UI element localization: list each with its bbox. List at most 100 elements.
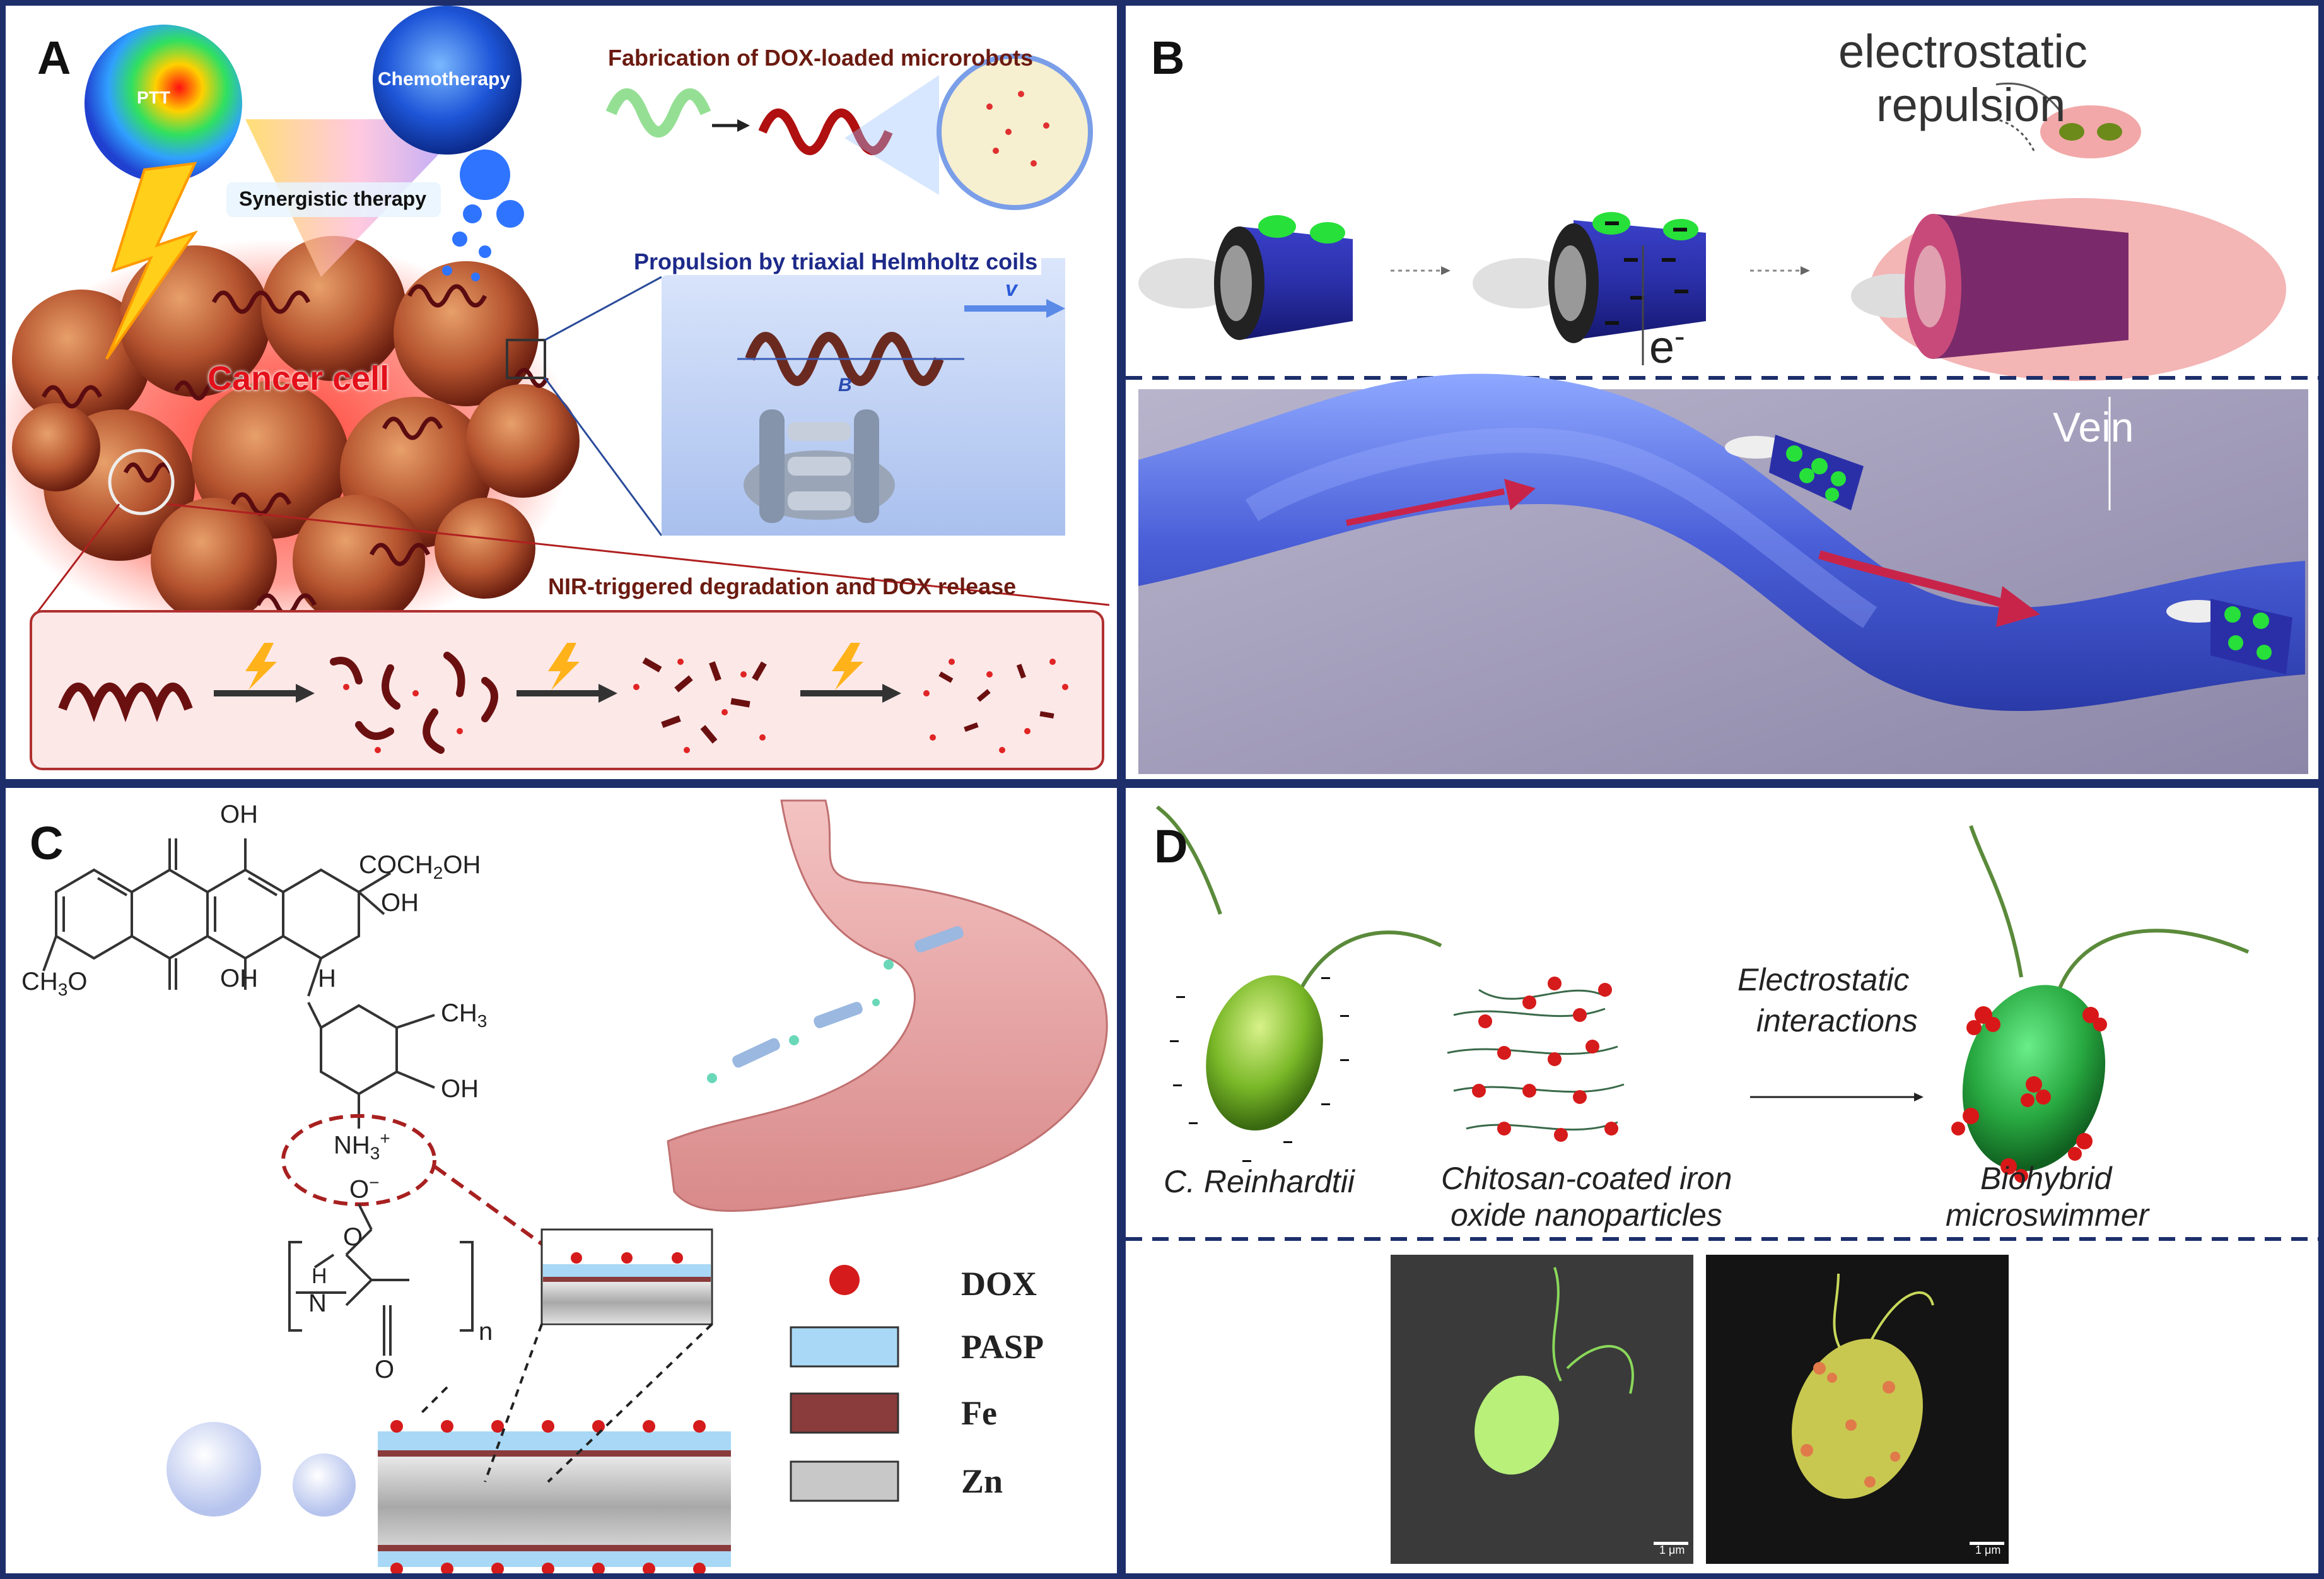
vein-tube [1138, 373, 2305, 712]
och3-end: O [67, 968, 88, 995]
panel-d-illustration [1126, 805, 2318, 1564]
flow-arrow-2 [1818, 550, 2011, 609]
o-bottom-label: O [375, 1356, 395, 1383]
dox-structure [42, 838, 435, 1129]
nh3-sub: 3 [370, 1143, 380, 1163]
propulsion-title: Propulsion by triaxial Helmholtz coils [630, 249, 1042, 275]
vein-label: Vein [2053, 404, 2134, 450]
nh3-label: NH3+ [334, 1129, 390, 1163]
dox-dots [343, 659, 1068, 753]
nanoparticle-label-line2: oxide nanoparticles [1451, 1197, 1722, 1233]
lightning-icon [105, 161, 199, 360]
field-label: B [838, 375, 852, 396]
panel-letter-a: A [37, 32, 71, 84]
legend-swatches [790, 1265, 899, 1502]
electron-label: e- [1649, 318, 1685, 373]
o-minus-charge: − [369, 1173, 380, 1192]
o-minus-main: O [349, 1175, 370, 1204]
panel-letter-c: C [30, 817, 64, 869]
scale-bar-label-2: 1 μm [1975, 1544, 2001, 1556]
cooh-end: OH [443, 851, 481, 879]
dox-loaded-helix [758, 109, 893, 155]
oh-ring: OH [381, 889, 419, 917]
stomach-microrobots [707, 926, 964, 1083]
panel-b-illustration [1126, 82, 2318, 774]
scale-bar-label-1: 1 μm [1659, 1544, 1685, 1556]
electron-charge: - [1674, 319, 1685, 354]
fabrication-template [605, 88, 711, 138]
hybrid-flagellum-1 [1969, 825, 2023, 978]
microrobot-stage1 [1138, 215, 1353, 340]
o-minus-label: O− [349, 1173, 379, 1204]
ch3-main: CH [441, 999, 477, 1027]
hybrid-label-line1: Biohybrid [1980, 1161, 2112, 1196]
cooh-main: COCH [359, 851, 433, 879]
legend-fe: Fe [961, 1394, 997, 1432]
nir-lightning-icons [245, 643, 863, 690]
ch3-label: CH3 [441, 999, 487, 1031]
attached-nanoparticles [1951, 1006, 2107, 1183]
och3-main: CH [21, 968, 58, 995]
fabrication-title: Fabrication of DOX-loaded microrobots [608, 45, 1034, 71]
oh-bottom: OH [220, 965, 258, 992]
oh-sugar: OH [441, 1075, 479, 1103]
panel-c: C OH COCH2OH OH H CH3O OH CH3 OH NH3+ O−… [0, 782, 1123, 1579]
ptt-label: PTT [137, 88, 170, 107]
chemotherapy-sphere [373, 6, 522, 155]
interaction-label-line1: Electrostatic [1737, 962, 1910, 997]
bubble-large [166, 1422, 261, 1517]
panel-c-illustration [42, 799, 1108, 1573]
och3-sub: 3 [57, 980, 68, 999]
microrobot-stage3 [1851, 82, 2286, 381]
fragments-stage1 [330, 652, 498, 754]
microtube [378, 1431, 731, 1450]
algae-label: C. Reinhardtii [1164, 1164, 1355, 1199]
nir-title: NIR-triggered degradation and DOX releas… [548, 573, 1017, 599]
electron-symbol: e [1649, 322, 1675, 373]
fragments-stage2 [642, 657, 767, 744]
nh3-main: NH [334, 1131, 370, 1159]
panel-letter-d: D [1154, 820, 1188, 872]
pasp-structure [288, 1204, 474, 1356]
nanoparticle-label-line1: Chitosan-coated iron [1441, 1161, 1732, 1196]
helmholtz-coils [744, 409, 895, 523]
algae-cell [1206, 975, 1323, 1130]
nh-h-label: H [312, 1264, 327, 1288]
legend-dox: DOX [961, 1265, 1037, 1303]
repeat-n-label: n [479, 1318, 493, 1346]
oh-top: OH [220, 801, 258, 828]
fragments-stage3 [938, 664, 1054, 732]
chemo-bubbles [442, 150, 524, 281]
chitosan-chains [1447, 989, 1625, 1131]
vein-microrobot-1 [1725, 435, 1864, 510]
algae-negative-charges [1170, 977, 1349, 1162]
vein-microrobot-2 [2166, 599, 2292, 674]
legend-zn: Zn [961, 1462, 1003, 1500]
ptt-sphere [85, 25, 242, 182]
legend-pasp: PASP [961, 1328, 1044, 1366]
microrobot-helices [41, 284, 549, 617]
microrobot-stage2 [1473, 212, 1706, 343]
och3-label: CH3O [21, 968, 87, 1000]
ch3-sub: 3 [477, 1011, 488, 1031]
loaded-cross-section [937, 54, 1093, 210]
panel-b: B electrostatic repulsion e- Vein [1120, 0, 2324, 785]
panel-a-illustration [6, 6, 1110, 770]
interaction-label-line2: interactions [1756, 1003, 1918, 1038]
cancer-cell-label: Cancer cell [207, 360, 390, 397]
panel-d: D C. Reinhardtii Chitosan-coated iron ox… [1120, 782, 2324, 1579]
nh3-charge: + [380, 1129, 390, 1148]
iron-oxide-nanoparticles [1472, 977, 1618, 1142]
nh-n-label: N [308, 1289, 327, 1317]
synergistic-therapy-label: Synergistic therapy [239, 187, 426, 210]
o-top-label: O [343, 1223, 363, 1251]
repulsion-label-line1: electrostatic [1838, 25, 2088, 78]
cooh-sub: 2 [433, 863, 443, 883]
algae-flagellum-1 [1155, 805, 1222, 915]
panel-a: A PTT Chemotherapy Synergistic therapy C… [0, 0, 1123, 785]
intact-helix [58, 683, 193, 722]
stomach [667, 799, 1108, 1212]
bubble-small [293, 1453, 356, 1517]
flow-arrow-1 [1346, 488, 1505, 526]
hybrid-label-line2: microswimmer [1946, 1197, 2149, 1233]
